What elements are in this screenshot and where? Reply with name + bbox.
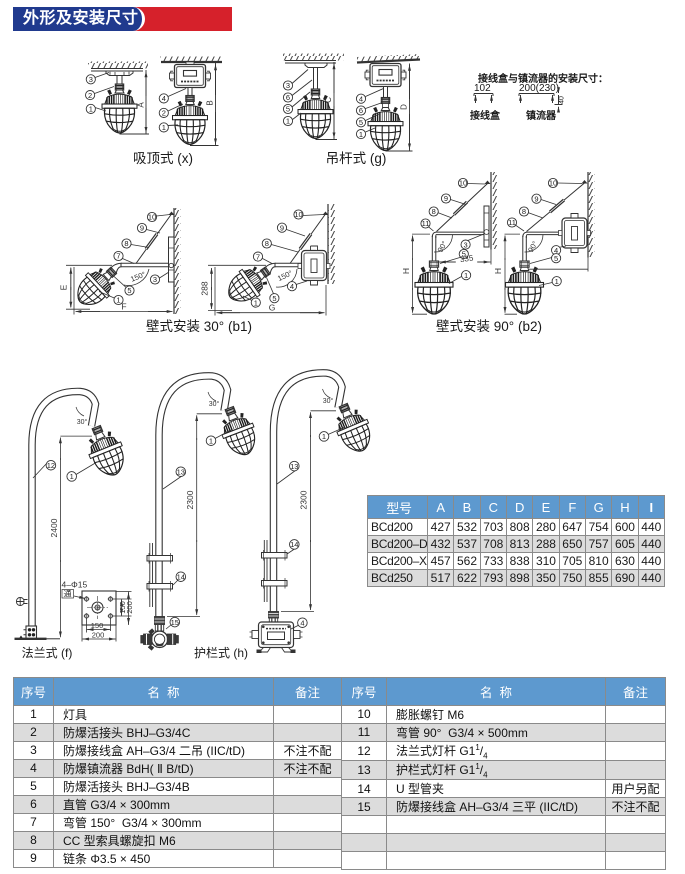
svg-text:1: 1 (254, 298, 258, 307)
svg-text:1: 1 (555, 277, 559, 286)
svg-text:15: 15 (171, 618, 179, 627)
svg-text:10: 10 (148, 213, 156, 222)
svg-text:接线盒: 接线盒 (470, 109, 501, 122)
svg-text:102: 102 (474, 83, 491, 94)
svg-text:40: 40 (559, 96, 566, 104)
svg-text:镇流器: 镇流器 (526, 109, 557, 122)
svg-text:10: 10 (459, 179, 467, 188)
svg-text:A: A (137, 102, 146, 108)
svg-text:7: 7 (256, 252, 260, 261)
svg-text:11: 11 (508, 218, 516, 227)
svg-text:D: D (400, 104, 409, 110)
svg-text:8: 8 (432, 207, 436, 216)
svg-text:2: 2 (88, 91, 92, 100)
svg-text:接线盒与镇流器的安装尺寸：: 接线盒与镇流器的安装尺寸： (478, 72, 608, 85)
svg-text:1: 1 (70, 472, 74, 481)
svg-text:14: 14 (177, 572, 185, 581)
svg-text:4: 4 (162, 94, 166, 103)
svg-text:1: 1 (464, 271, 468, 280)
svg-text:4: 4 (359, 94, 363, 103)
svg-text:150°: 150° (276, 268, 294, 283)
svg-text:150°: 150° (129, 270, 147, 284)
svg-text:30°: 30° (77, 418, 88, 426)
svg-text:13: 13 (177, 467, 185, 476)
svg-text:335: 335 (459, 253, 474, 264)
svg-text:H: H (493, 268, 503, 274)
svg-text:5: 5 (127, 286, 131, 295)
svg-text:7: 7 (116, 252, 120, 261)
svg-text:200: 200 (125, 601, 134, 614)
svg-text:9: 9 (534, 194, 538, 203)
svg-text:护栏式 (h): 护栏式 (h) (194, 645, 248, 660)
svg-text:1: 1 (89, 105, 93, 114)
svg-text:2300: 2300 (185, 490, 195, 509)
svg-text:G: G (269, 303, 276, 313)
svg-text:8: 8 (265, 239, 269, 248)
svg-text:30°: 30° (209, 400, 220, 408)
svg-text:13: 13 (290, 462, 298, 471)
svg-text:5: 5 (272, 294, 276, 303)
svg-text:1: 1 (116, 296, 120, 305)
svg-text:4: 4 (300, 618, 304, 627)
svg-text:30°: 30° (323, 397, 334, 405)
svg-text:5: 5 (462, 250, 466, 259)
svg-text:3: 3 (153, 275, 157, 284)
svg-text:10: 10 (294, 210, 302, 219)
svg-text:通: 通 (64, 589, 72, 599)
svg-text:2300: 2300 (299, 490, 309, 509)
svg-text:2: 2 (162, 109, 166, 118)
svg-text:200: 200 (92, 631, 105, 640)
svg-text:H: H (401, 268, 411, 274)
svg-text:8: 8 (124, 239, 128, 248)
svg-text:1: 1 (359, 130, 363, 139)
svg-text:12: 12 (47, 461, 55, 470)
svg-text:200(230): 200(230) (519, 83, 559, 94)
svg-text:1: 1 (322, 432, 326, 441)
svg-text:2400: 2400 (49, 518, 59, 537)
svg-text:4: 4 (554, 246, 558, 255)
svg-text:E: E (59, 284, 69, 290)
svg-text:吊杆式 (g): 吊杆式 (g) (326, 151, 387, 166)
svg-text:5: 5 (359, 118, 363, 127)
svg-text:B: B (206, 100, 215, 105)
svg-text:3: 3 (286, 81, 290, 90)
svg-text:9: 9 (140, 224, 144, 233)
svg-text:1: 1 (286, 117, 290, 126)
svg-text:11: 11 (422, 219, 430, 228)
svg-text:F: F (121, 302, 126, 312)
svg-text:4–Φ15: 4–Φ15 (62, 580, 88, 590)
svg-text:1: 1 (209, 436, 213, 445)
svg-text:14: 14 (290, 540, 298, 549)
svg-text:1: 1 (162, 123, 166, 132)
svg-text:5: 5 (554, 254, 558, 263)
svg-text:6: 6 (359, 106, 363, 115)
svg-text:150: 150 (118, 601, 127, 614)
svg-text:3: 3 (89, 75, 93, 84)
svg-text:288: 288 (200, 281, 210, 295)
svg-text:150: 150 (91, 621, 104, 630)
svg-text:壁式安装 90° (b2): 壁式安装 90° (b2) (436, 319, 542, 334)
svg-text:10: 10 (549, 179, 557, 188)
svg-text:6: 6 (286, 93, 290, 102)
svg-text:4: 4 (290, 282, 294, 291)
svg-text:5: 5 (286, 105, 290, 114)
svg-text:8: 8 (522, 207, 526, 216)
svg-text:9: 9 (280, 223, 284, 232)
svg-text:3: 3 (464, 240, 468, 249)
svg-text:法兰式 (f): 法兰式 (f) (22, 646, 73, 660)
svg-text:壁式安装 30° (b1): 壁式安装 30° (b1) (146, 319, 252, 334)
svg-text:C: C (324, 97, 333, 103)
svg-text:吸顶式 (x): 吸顶式 (x) (133, 151, 193, 166)
svg-text:9: 9 (444, 194, 448, 203)
